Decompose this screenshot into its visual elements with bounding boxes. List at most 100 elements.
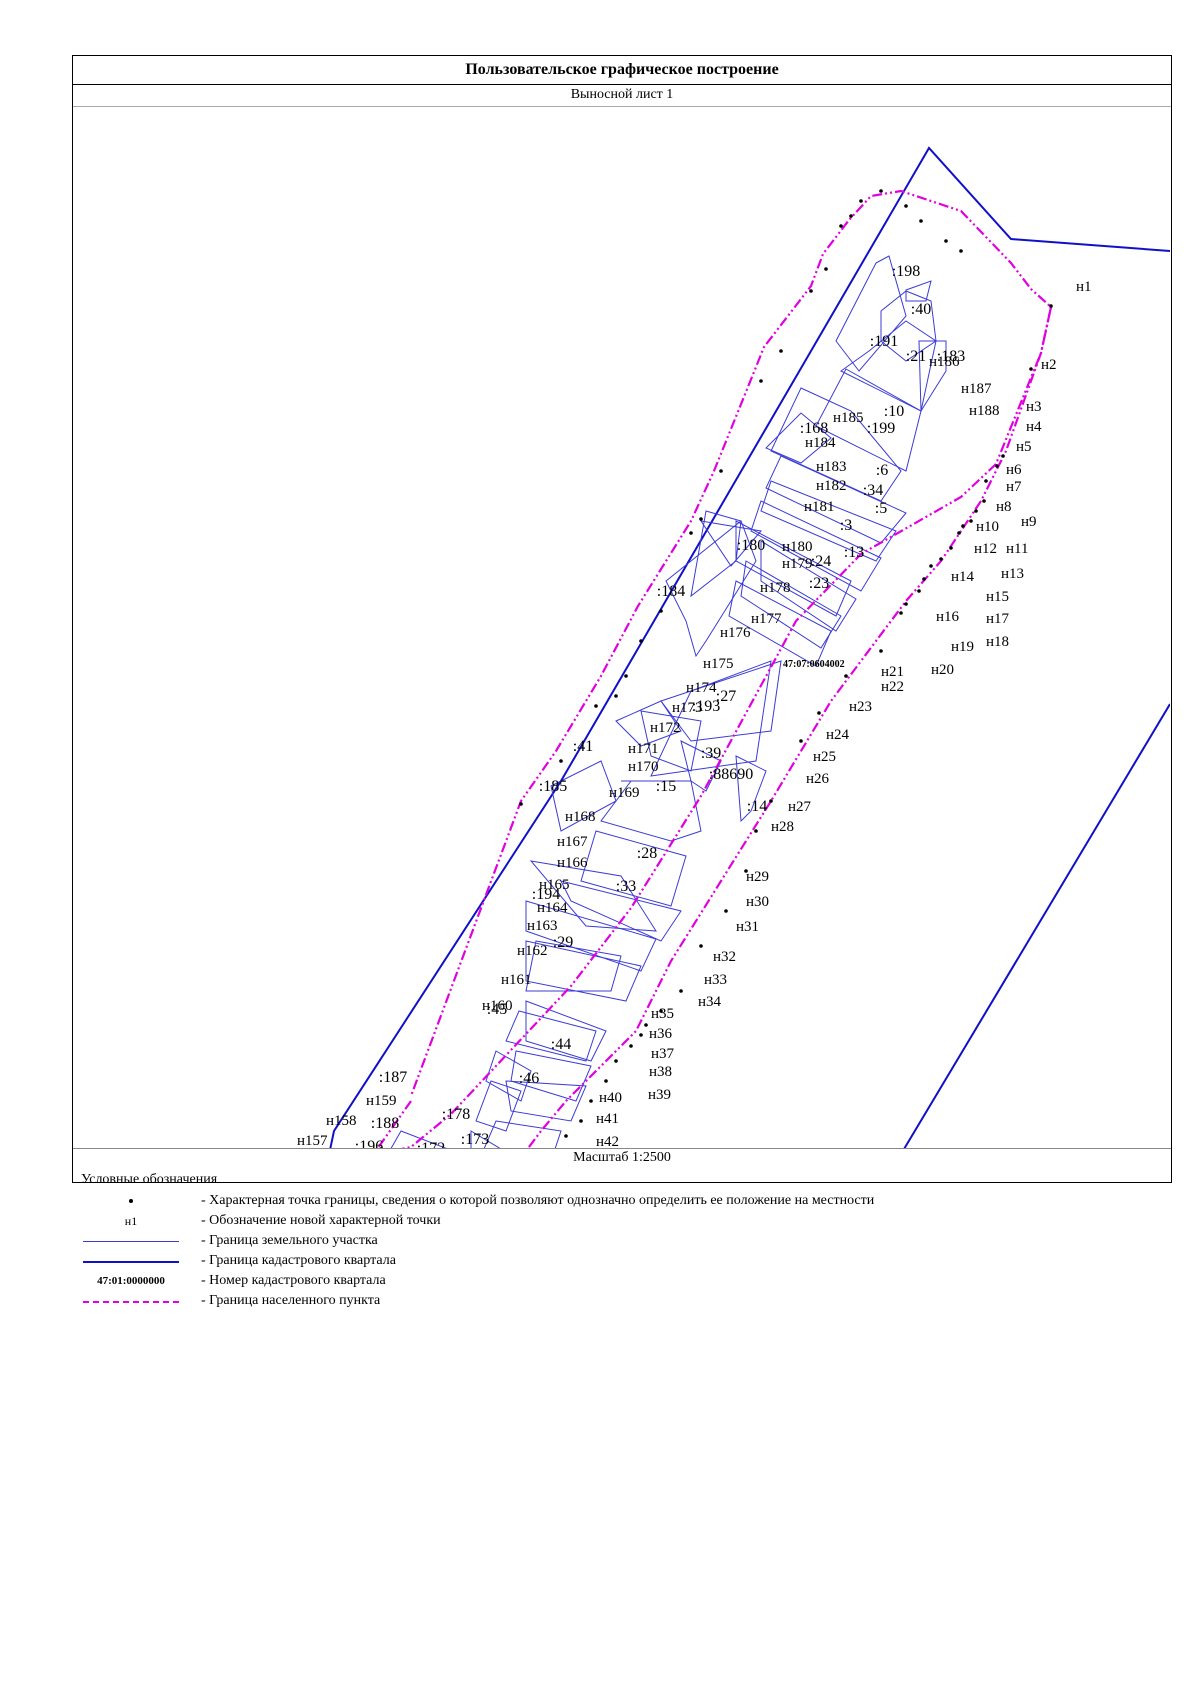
parcel-outline xyxy=(600,780,702,842)
boundary-point-icon xyxy=(904,204,908,208)
point-label: н176 xyxy=(720,625,751,641)
parcel-label: :173 xyxy=(461,1131,489,1148)
boundary-point-icon xyxy=(859,199,863,203)
parcel-outline xyxy=(760,480,897,562)
sheet-subtitle: Выносной лист 1 xyxy=(73,84,1171,107)
point-label: н22 xyxy=(881,679,904,695)
scale-label: Масштаб 1:2500 xyxy=(73,1148,1171,1167)
parcel-label: :33 xyxy=(616,878,636,895)
parcel-label: :21 xyxy=(906,348,926,365)
point-label: н167 xyxy=(557,834,588,850)
parcel-outline xyxy=(690,510,742,598)
quarter-boundary xyxy=(903,703,1170,1148)
boundary-point-icon xyxy=(699,944,703,948)
point-label: н14 xyxy=(951,569,975,585)
parcel-label: :14 xyxy=(747,798,767,815)
boundary-point-icon xyxy=(1029,367,1033,371)
parcel-outline xyxy=(640,710,702,772)
boundary-point-icon xyxy=(629,1044,633,1048)
point-label: н166 xyxy=(557,855,588,871)
boundary-point-icon xyxy=(624,674,628,678)
boundary-point-icon xyxy=(689,531,693,535)
point-label: н23 xyxy=(849,699,872,715)
parcel-boundaries xyxy=(390,255,947,1148)
boundary-point-icon xyxy=(639,1033,643,1037)
parcel-outline xyxy=(770,387,902,502)
boundary-point-icon xyxy=(919,219,923,223)
point-label: н31 xyxy=(736,919,759,935)
point-label: н160 xyxy=(482,998,513,1014)
point-label: н12 xyxy=(974,541,997,557)
boundary-point-icon xyxy=(917,589,921,593)
map-canvas: :198:40:191:21:183:10:199:168:6:34:5:3:1… xyxy=(297,146,1170,1148)
boundary-point-icon xyxy=(839,224,843,228)
point-label: н11 xyxy=(1006,541,1028,557)
boundary-point-icon xyxy=(899,611,903,615)
parcel-label: :27 xyxy=(716,688,736,705)
parcel-outline xyxy=(560,880,682,942)
boundary-point-icon xyxy=(799,739,803,743)
boundary-point-icon xyxy=(594,704,598,708)
parcel-label: :187 xyxy=(379,1069,407,1086)
boundary-point-icon xyxy=(957,531,961,535)
parcel-label: :6 xyxy=(876,462,888,479)
point-label: н38 xyxy=(649,1064,672,1080)
legend-item-settlement-boundary: - Граница населенного пункта xyxy=(81,1292,1161,1310)
boundary-point-icon xyxy=(849,214,853,218)
boundary-point-icon xyxy=(699,517,703,521)
parcel-outline xyxy=(840,320,937,412)
point-label: н39 xyxy=(648,1087,671,1103)
parcel-outline xyxy=(905,280,932,302)
parcel-label: :88690 xyxy=(709,766,753,783)
point-label: н16 xyxy=(936,609,960,625)
boundary-point-icon xyxy=(744,869,748,873)
settlement-line-icon xyxy=(83,1301,179,1303)
boundary-point-icon xyxy=(754,829,758,833)
boundary-point-icon xyxy=(679,989,683,993)
point-label: н161 xyxy=(501,972,532,988)
parcel-label: :194 xyxy=(532,886,560,903)
point-label: н37 xyxy=(651,1046,675,1062)
boundary-point-icon xyxy=(904,602,908,606)
parcel-label: :13 xyxy=(844,544,864,561)
parcel-outline xyxy=(650,660,772,777)
point-label: н179 xyxy=(782,556,813,572)
point-label: н188 xyxy=(969,403,1000,419)
parcel-outline xyxy=(580,830,687,907)
parcel-outline xyxy=(760,540,857,632)
point-label: н182 xyxy=(816,478,847,494)
boundary-point-icon xyxy=(719,469,723,473)
point-label: н15 xyxy=(986,589,1009,605)
point-label: н181 xyxy=(804,499,835,515)
boundary-point-icon xyxy=(614,694,618,698)
legend-item-quarter-number: 47:01:0000000 - Номер кадастрового кварт… xyxy=(97,1273,386,1288)
point-label: н171 xyxy=(628,741,659,757)
point-label: н170 xyxy=(628,759,659,775)
cadastral-map[interactable]: :198:40:191:21:183:10:199:168:6:34:5:3:1… xyxy=(73,107,1170,1148)
point-label: н8 xyxy=(996,499,1012,515)
boundary-point-icon xyxy=(944,239,948,243)
parcel-outline xyxy=(735,520,852,617)
point-label: н159 xyxy=(366,1093,397,1109)
point-label: н3 xyxy=(1026,399,1042,415)
legend-item-quarter-boundary: - Граница кадастрового квартала xyxy=(81,1252,1161,1270)
parcel-label: :41 xyxy=(573,738,593,755)
boundary-point-icon xyxy=(844,674,848,678)
parcel-label: :198 xyxy=(892,263,920,280)
point-label: н24 xyxy=(826,727,850,743)
boundary-point-icon xyxy=(1049,304,1053,308)
boundary-point-icon xyxy=(984,479,988,483)
boundary-point-icon xyxy=(824,267,828,271)
point-label: н13 xyxy=(1001,566,1024,582)
point-label: н1 xyxy=(1076,279,1092,295)
boundary-point-icon xyxy=(759,379,763,383)
point-label: н33 xyxy=(704,972,727,988)
boundary-points xyxy=(379,189,1053,1148)
parcel-label: :199 xyxy=(867,420,895,437)
point-label: н19 xyxy=(951,639,974,655)
point-label: н9 xyxy=(1021,514,1037,530)
parcel-outline xyxy=(680,740,722,792)
parcel-outline xyxy=(525,940,622,992)
boundary-point-icon xyxy=(974,509,978,513)
point-dot-icon xyxy=(129,1199,133,1203)
